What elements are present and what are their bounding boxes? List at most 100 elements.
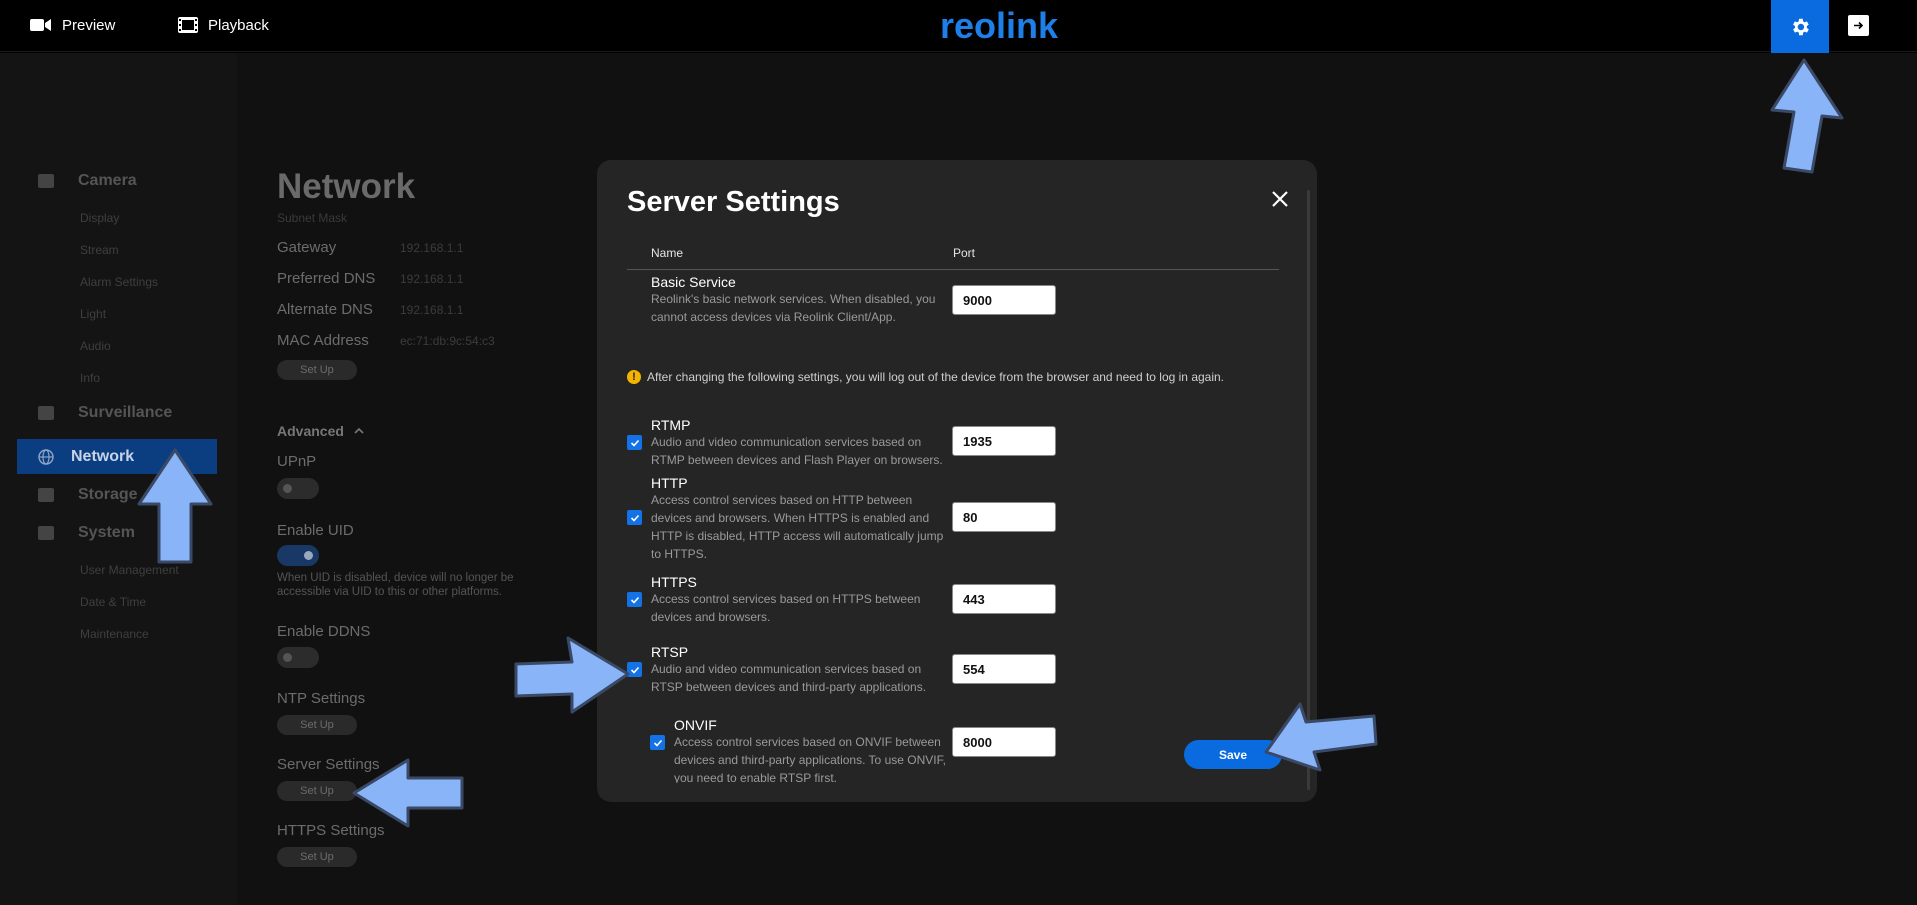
server-settings-label: Server Settings xyxy=(277,756,380,773)
upnp-label: UPnP xyxy=(277,453,317,470)
check-icon xyxy=(653,739,662,747)
annotation-arrow-settings xyxy=(1770,58,1844,174)
sidebar-item-light[interactable]: Light xyxy=(80,307,107,321)
annotation-arrow-server-setup xyxy=(352,758,464,828)
sidebar-item-alarm-settings[interactable]: Alarm Settings xyxy=(80,275,159,289)
sidebar-group-label: Network xyxy=(71,447,135,465)
check-icon xyxy=(630,439,639,447)
network-setup-button[interactable]: Set Up xyxy=(277,360,357,380)
service-name-http: HTTP xyxy=(651,475,688,491)
sidebar-group-label: Surveillance xyxy=(78,404,173,421)
service-desc-basic: Reolink's basic network services. When d… xyxy=(651,292,936,324)
annotation-arrow-network xyxy=(137,448,213,564)
port-input-onvif[interactable]: 8000 xyxy=(952,727,1056,757)
sidebar-item-system[interactable]: System xyxy=(38,524,135,542)
ntp-setup-button[interactable]: Set Up xyxy=(277,715,357,735)
service-name-rtmp: RTMP xyxy=(651,417,691,433)
mac-address-value: ec:71:db:9c:54:c3 xyxy=(400,334,495,348)
enable-ddns-label: Enable DDNS xyxy=(277,623,371,640)
check-icon xyxy=(630,514,639,522)
uid-toggle[interactable] xyxy=(277,545,319,566)
service-name-onvif: ONVIF xyxy=(674,717,717,733)
close-icon[interactable] xyxy=(1269,188,1291,210)
subnet-label-partial: Subnet Mask xyxy=(277,211,348,225)
preferred-dns-label: Preferred DNS xyxy=(277,270,376,287)
preview-label: Preview xyxy=(62,16,116,34)
sidebar-group-label: System xyxy=(78,524,135,541)
globe-icon xyxy=(38,448,54,465)
reolink-logo: reolink xyxy=(940,6,1059,46)
playback-nav[interactable]: Playback xyxy=(178,12,269,38)
sidebar-item-surveillance[interactable]: Surveillance xyxy=(38,404,172,422)
chevron-up-icon[interactable] xyxy=(353,426,365,436)
alternate-dns-value: 192.168.1.1 xyxy=(400,303,464,317)
port-input-rtmp[interactable]: 1935 xyxy=(952,426,1056,456)
warning-icon: ! xyxy=(627,370,641,384)
https-settings-label: HTTPS Settings xyxy=(277,822,385,839)
service-desc-rtsp: Audio and video communication services b… xyxy=(651,662,927,694)
sidebar-item-stream[interactable]: Stream xyxy=(80,243,119,257)
port-input-basic[interactable]: 9000 xyxy=(952,285,1056,315)
port-input-https[interactable]: 443 xyxy=(952,584,1056,614)
https-setup-button[interactable]: Set Up xyxy=(277,847,357,867)
advanced-label[interactable]: Advanced xyxy=(277,423,344,439)
server-settings-modal: Server Settings Name Port Basic Service … xyxy=(597,160,1317,802)
camera-icon xyxy=(38,174,54,188)
enable-uid-label: Enable UID xyxy=(277,522,354,539)
annotation-arrow-save xyxy=(1264,702,1378,772)
gear-icon xyxy=(1793,18,1809,36)
service-desc-rtmp: Audio and video communication services b… xyxy=(651,435,943,467)
http-checkbox[interactable] xyxy=(627,510,642,525)
sidebar-item-display[interactable]: Display xyxy=(80,211,120,225)
service-name-rtsp: RTSP xyxy=(651,644,689,660)
logout-button[interactable] xyxy=(1848,15,1869,36)
annotation-arrow-rtsp xyxy=(514,636,630,714)
rtmp-checkbox[interactable] xyxy=(627,435,642,450)
logo-text: reolink xyxy=(940,6,1059,46)
preferred-dns-value: 192.168.1.1 xyxy=(400,272,464,286)
sidebar-item-maintenance[interactable]: Maintenance xyxy=(80,627,149,641)
gear-icon xyxy=(38,526,54,540)
sidebar-item-storage[interactable]: Storage xyxy=(38,486,138,504)
column-header-port: Port xyxy=(953,246,976,260)
preview-nav[interactable]: Preview xyxy=(30,12,115,38)
sidebar-item-camera[interactable]: Camera xyxy=(38,172,137,190)
alternate-dns-label: Alternate DNS xyxy=(277,301,373,318)
gateway-label: Gateway xyxy=(277,239,337,256)
upnp-toggle[interactable] xyxy=(277,478,319,499)
https-checkbox[interactable] xyxy=(627,592,642,607)
sidebar-item-user-management[interactable]: User Management xyxy=(80,563,179,577)
save-button[interactable]: Save xyxy=(1184,740,1282,769)
uid-note: When UID is disabled, device will no lon… xyxy=(277,572,514,598)
port-input-http[interactable]: 80 xyxy=(952,502,1056,532)
mac-address-label: MAC Address xyxy=(277,332,369,349)
sidebar-group-label: Camera xyxy=(78,172,137,189)
storage-icon xyxy=(38,488,54,502)
service-name-https: HTTPS xyxy=(651,574,697,590)
check-icon xyxy=(630,596,639,604)
page-title: Network xyxy=(277,167,416,206)
rtsp-checkbox[interactable] xyxy=(627,662,642,677)
film-icon xyxy=(178,17,198,33)
sidebar xyxy=(0,53,237,905)
ddns-toggle[interactable] xyxy=(277,647,319,668)
playback-label: Playback xyxy=(208,16,269,34)
sidebar-group-label: Storage xyxy=(78,486,138,503)
top-bar: Preview Playback reolink xyxy=(0,0,1917,54)
sidebar-item-audio[interactable]: Audio xyxy=(80,339,111,353)
logout-icon xyxy=(1854,21,1864,30)
service-name-basic: Basic Service xyxy=(651,274,736,290)
modal-scrollbar[interactable] xyxy=(1307,190,1310,790)
service-desc-http: Access control services based on HTTP be… xyxy=(651,493,944,561)
settings-button[interactable] xyxy=(1771,0,1829,54)
port-input-rtsp[interactable]: 554 xyxy=(952,654,1056,684)
onvif-checkbox[interactable] xyxy=(650,735,665,750)
check-icon xyxy=(630,666,639,674)
ntp-settings-label: NTP Settings xyxy=(277,690,366,707)
server-setup-button[interactable]: Set Up xyxy=(277,781,357,801)
sidebar-item-date-time[interactable]: Date & Time xyxy=(80,595,147,609)
sidebar-item-info[interactable]: Info xyxy=(80,371,101,385)
service-desc-onvif: Access control services based on ONVIF b… xyxy=(674,735,946,783)
video-camera-icon xyxy=(30,19,51,31)
header-divider xyxy=(627,269,1279,270)
